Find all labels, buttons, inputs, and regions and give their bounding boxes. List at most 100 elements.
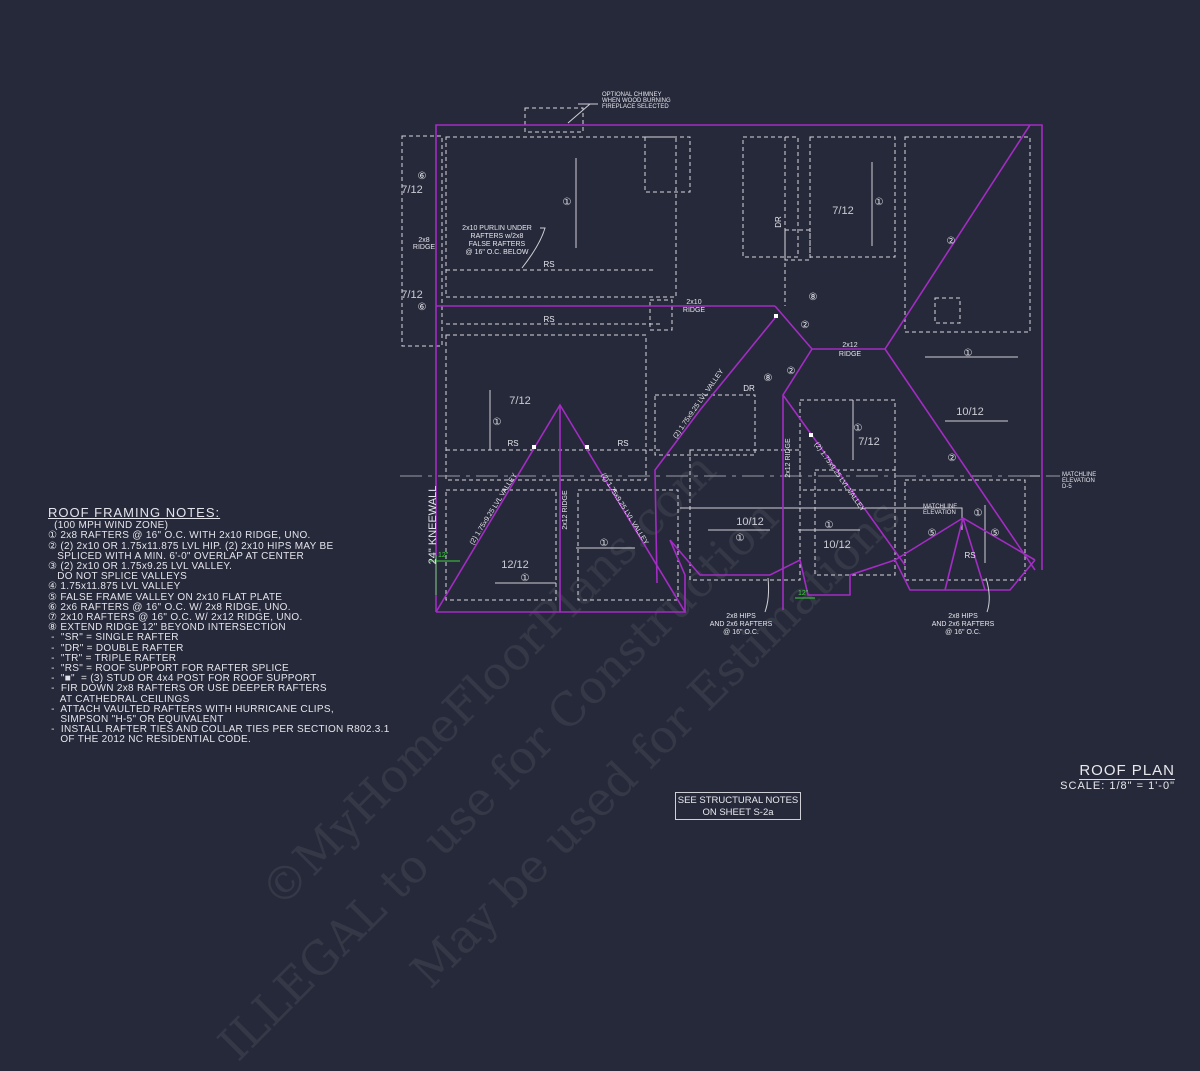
matchline-inner bbox=[680, 507, 963, 530]
roof-plan-drawing: 12" 12" OPTIONAL CHIMNEY WHEN WOOD BURNI… bbox=[400, 92, 1096, 636]
note-item: OF THE 2012 NC RESIDENTIAL CODE. bbox=[48, 734, 252, 746]
roof-outline bbox=[435, 124, 1043, 613]
note-item: ③ (2) 2x10 OR 1.75x9.25 LVL VALLEY. bbox=[48, 561, 233, 573]
plan-label: ① bbox=[493, 417, 502, 428]
plan-label: AND 2x6 RAFTERS bbox=[932, 621, 995, 628]
note-item: ⑥ 2x6 RAFTERS @ 16" O.C. W/ 2x8 RIDGE, U… bbox=[48, 601, 291, 613]
plan-label: ① bbox=[736, 533, 745, 544]
chimney-note: OPTIONAL CHIMNEY bbox=[602, 92, 661, 98]
note-item: ④ 1.75x11.875 LVL VALLEY bbox=[48, 581, 181, 593]
plan-label: ② bbox=[787, 366, 796, 377]
plan-label: 7/12 bbox=[509, 395, 530, 407]
note-item: ② (2) 2x10 OR 1.75x11.875 LVL HIP. (2) 2… bbox=[48, 540, 334, 552]
wall-outlines bbox=[401, 107, 1031, 601]
plan-label: ⑧ bbox=[764, 373, 773, 384]
plan-label: @ 16" O.C. bbox=[723, 629, 759, 636]
plan-label: AND 2x6 RAFTERS bbox=[710, 621, 773, 628]
plan-label: (2) 1.75x9.25 LVL VALLEY bbox=[469, 472, 519, 546]
drawing-scale: SCALE: 1/8" = 1'-0" bbox=[1060, 780, 1175, 792]
plan-label: 2x10 bbox=[686, 299, 701, 306]
plan-label: RAFTERS w/2x8 bbox=[471, 233, 524, 240]
plan-label: ① bbox=[854, 423, 863, 434]
plan-label: ELEVATION bbox=[923, 510, 956, 516]
plan-label: RS bbox=[543, 315, 554, 324]
note-item: - "RS" = ROOF SUPPORT FOR RAFTER SPLICE bbox=[48, 663, 290, 675]
plan-label: 7/12 bbox=[832, 205, 853, 217]
plan-label: ② bbox=[948, 453, 957, 464]
plan-label: ① bbox=[964, 348, 973, 359]
plan-label: 7/12 bbox=[858, 436, 879, 448]
note-item: - "SR" = SINGLE RAFTER bbox=[48, 632, 179, 644]
plan-label: FIREPLACE SELECTED bbox=[602, 104, 669, 110]
plan-label: ① bbox=[600, 538, 609, 549]
purlin-note: 2x10 PURLIN UNDER bbox=[462, 225, 532, 232]
note-item: - "■" = (3) STUD OR 4x4 POST FOR ROOF SU… bbox=[48, 673, 317, 685]
note-item: DO NOT SPLICE VALLEYS bbox=[48, 571, 188, 583]
note-item: AT CATHEDRAL CEILINGS bbox=[48, 693, 190, 705]
plan-label: (2) 1.75x9.25 LVL VALLEY bbox=[599, 472, 649, 546]
note-item: ⑤ FALSE FRAME VALLEY ON 2x10 FLAT PLATE bbox=[48, 591, 283, 603]
plan-label: 2x8 bbox=[418, 237, 429, 244]
plan-label: ⑥ bbox=[418, 171, 427, 182]
plan-label: ⑤ bbox=[928, 528, 937, 539]
kneewall-label: 24" KNEEWALL bbox=[427, 486, 439, 565]
note-item: - FIR DOWN 2x8 RAFTERS OR USE DEEPER RAF… bbox=[48, 683, 327, 695]
plan-label: 7/12 bbox=[401, 289, 422, 301]
note-item: ⑧ EXTEND RIDGE 12" BEYOND INTERSECTION bbox=[48, 622, 286, 634]
plan-label: 2x12 RIDGE bbox=[785, 438, 792, 478]
roof-framing-notes: ROOF FRAMING NOTES: (100 MPH WIND ZONE)①… bbox=[48, 505, 390, 746]
callout-markers: ① ① ① ① ① ① ① ① ① ① ② ② ② ② ⑤ ⑤ ⑥ ⑥ ⑧ ⑧ bbox=[418, 171, 1000, 584]
structural-notes-reference: SEE STRUCTURAL NOTES ON SHEET S-2a bbox=[675, 792, 801, 820]
post-markers bbox=[532, 314, 813, 449]
plan-label: 12" bbox=[798, 590, 809, 597]
plan-label: DR bbox=[743, 384, 755, 393]
plan-label: RS bbox=[617, 439, 628, 448]
drawing-title-block: ROOF PLAN SCALE: 1/8" = 1'-0" bbox=[1060, 762, 1175, 792]
plan-label: (2) 1.75x9.25 LVL VALLEY bbox=[813, 441, 866, 513]
note-item: ⑦ 2x10 RAFTERS @ 16" O.C. W/ 2x12 RIDGE,… bbox=[48, 612, 303, 624]
plan-label: D-5 bbox=[1062, 484, 1072, 490]
plan-label: 10/12 bbox=[736, 516, 764, 528]
hips-note-left: 2x8 HIPS bbox=[726, 613, 756, 620]
note-item: (100 MPH WIND ZONE) bbox=[48, 520, 169, 532]
plan-label: 7/12 bbox=[401, 184, 422, 196]
note-item: SPLICED WITH A MIN. 6'-0" OVERLAP AT CEN… bbox=[48, 550, 304, 562]
plan-label: ① bbox=[563, 197, 572, 208]
drawing-title: ROOF PLAN bbox=[1079, 762, 1175, 780]
plan-label: RS bbox=[507, 439, 518, 448]
plan-label: ① bbox=[521, 573, 530, 584]
notes-title: ROOF FRAMING NOTES: bbox=[48, 505, 221, 520]
note-item: ① 2x8 RAFTERS @ 16" O.C. WITH 2x10 RIDGE… bbox=[48, 530, 311, 542]
plan-label: ① bbox=[825, 520, 834, 531]
plan-label: RIDGE bbox=[839, 351, 862, 358]
dimension-12in: 12" 12" bbox=[430, 552, 815, 599]
note-item: - "TR" = TRIPLE RAFTER bbox=[48, 652, 177, 664]
plan-label: RIDGE bbox=[413, 244, 436, 251]
hips-note-right: 2x8 HIPS bbox=[948, 613, 978, 620]
plan-label: ELEVATION bbox=[1062, 478, 1095, 484]
rafter-arrows bbox=[489, 158, 1018, 584]
note-item: - ATTACH VAULTED RAFTERS WITH HURRICANE … bbox=[48, 703, 334, 715]
plan-label: 10/12 bbox=[823, 539, 851, 551]
note-item: - INSTALL RAFTER TIES AND COLLAR TIES PE… bbox=[48, 724, 390, 736]
plan-label: WHEN WOOD BURNING bbox=[602, 98, 671, 104]
pitch-labels: 7/12 7/12 7/12 7/12 7/12 10/12 10/12 10/… bbox=[401, 184, 983, 571]
plan-label: ② bbox=[947, 236, 956, 247]
plan-label: RS bbox=[543, 260, 554, 269]
plan-label: 12/12 bbox=[501, 559, 529, 571]
plan-label: ⑧ bbox=[809, 292, 818, 303]
plan-label: 2x12 bbox=[842, 342, 857, 349]
plan-label: RS bbox=[964, 551, 975, 560]
plan-label: 10/12 bbox=[956, 406, 984, 418]
note-item: - "DR" = DOUBLE RAFTER bbox=[48, 642, 184, 654]
note-item: SIMPSON "H-5" OR EQUIVALENT bbox=[48, 714, 224, 726]
plan-label: 2x12 RIDGE bbox=[562, 490, 569, 530]
plan-label: ⑥ bbox=[418, 302, 427, 313]
plan-label: ⑤ bbox=[991, 528, 1000, 539]
plan-label: ② bbox=[801, 320, 810, 331]
plan-label: ① bbox=[875, 197, 884, 208]
plan-label: @ 16" O.C. bbox=[945, 629, 981, 636]
plan-label: @ 16" O.C. BELOW bbox=[466, 249, 529, 256]
plan-label: ① bbox=[974, 508, 983, 519]
plan-label: 12" bbox=[438, 552, 449, 559]
